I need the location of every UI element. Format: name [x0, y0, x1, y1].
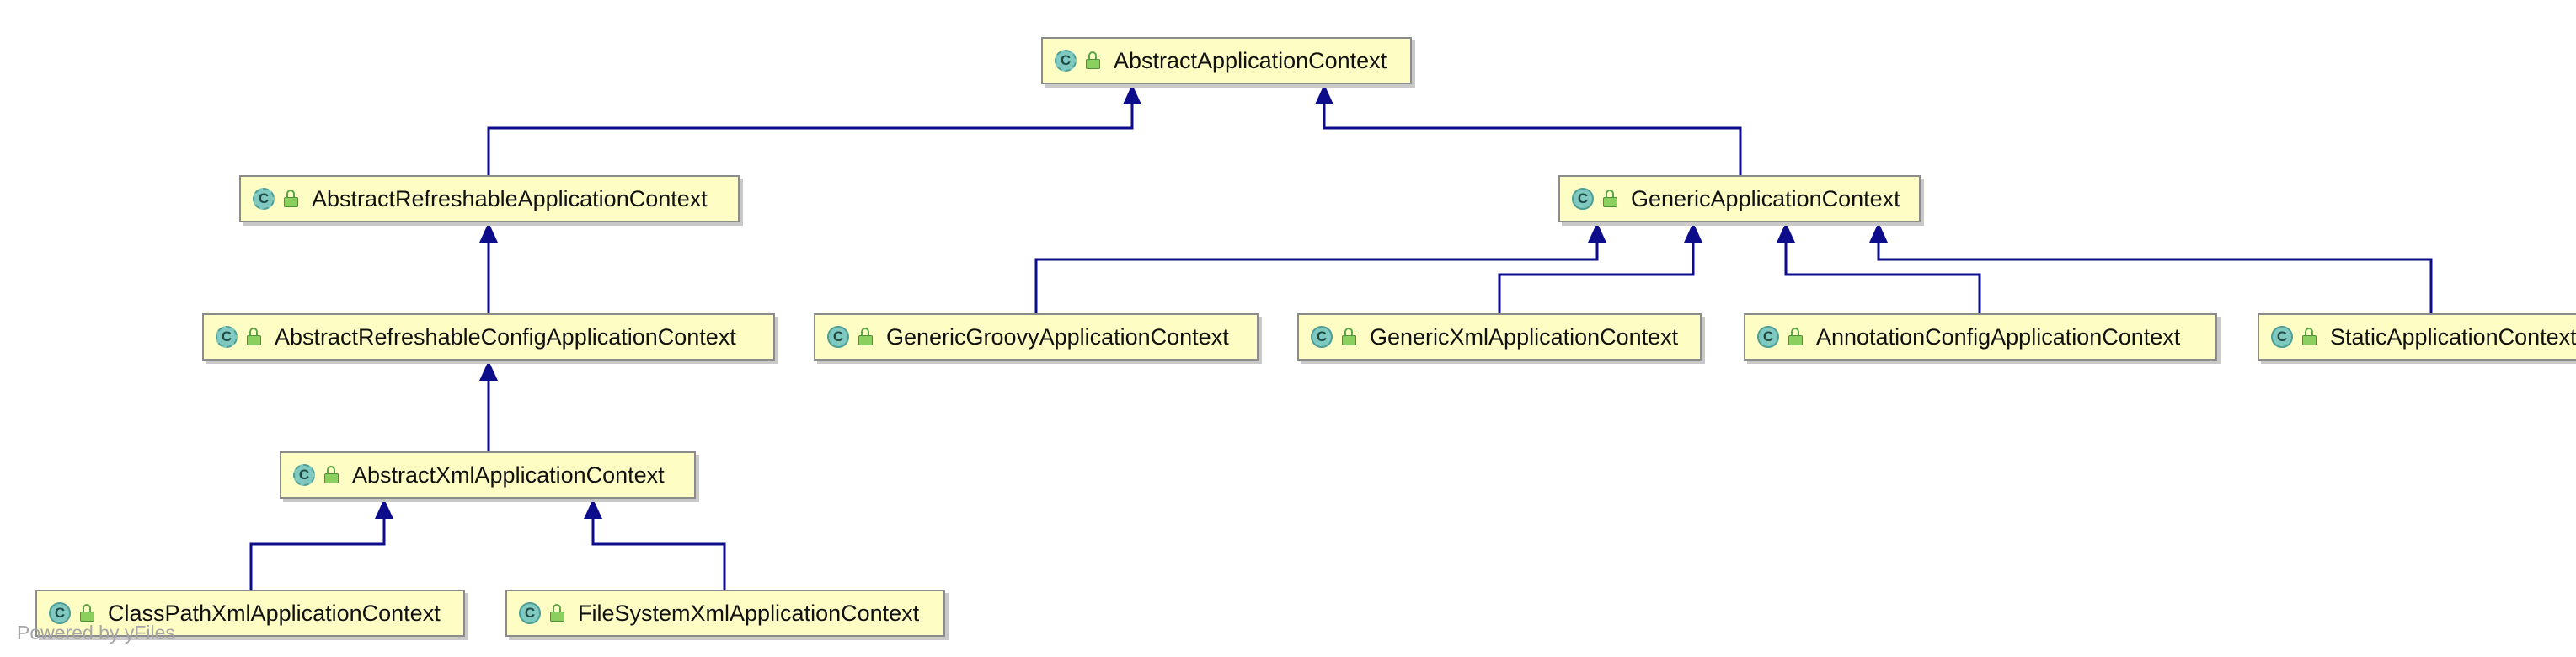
- class-icon: C: [519, 602, 541, 624]
- public-visibility-icon: [323, 466, 340, 484]
- inheritance-edge: [249, 517, 386, 590]
- class-node[interactable]: C AnnotationConfigApplicationContext: [1744, 313, 2217, 361]
- class-icon: C: [293, 464, 315, 486]
- public-visibility-icon: [2301, 328, 2318, 346]
- class-icon: C: [1055, 50, 1077, 72]
- class-name-label: GenericGroovyApplicationContext: [886, 323, 1229, 350]
- class-node[interactable]: C GenericXmlApplicationContext: [1297, 313, 1702, 361]
- inheritance-edge: [487, 103, 1134, 175]
- public-visibility-icon: [549, 604, 566, 622]
- class-node[interactable]: C ClassPathXmlApplicationContext: [35, 590, 465, 637]
- class-name-label: AbstractApplicationContext: [1114, 47, 1387, 73]
- inheritance-arrowhead: [1123, 84, 1141, 104]
- public-visibility-icon: [79, 604, 96, 622]
- class-node[interactable]: C StaticApplicationContext: [2258, 313, 2576, 361]
- public-visibility-icon: [283, 190, 300, 208]
- public-visibility-icon: [1788, 328, 1804, 346]
- class-icon: C: [49, 602, 71, 624]
- class-name-label: StaticApplicationContext: [2330, 323, 2576, 350]
- class-icon: C: [253, 188, 275, 210]
- class-icon: C: [1572, 188, 1594, 210]
- class-icon: C: [827, 326, 849, 348]
- inheritance-edge: [1323, 103, 1742, 175]
- class-name-label: ClassPathXmlApplicationContext: [108, 600, 441, 626]
- inheritance-arrowhead: [375, 499, 393, 519]
- inheritance-arrowhead: [1869, 222, 1888, 243]
- class-name-label: AbstractRefreshableApplicationContext: [312, 185, 708, 211]
- inheritance-arrowhead: [584, 499, 602, 519]
- public-visibility-icon: [1085, 51, 1102, 70]
- class-name-label: FileSystemXmlApplicationContext: [578, 600, 920, 626]
- powered-by-footer: Powered by yFiles: [17, 622, 175, 644]
- class-icon: C: [1757, 326, 1779, 348]
- inheritance-edge: [1877, 241, 2433, 313]
- class-node[interactable]: C FileSystemXmlApplicationContext: [505, 590, 945, 637]
- inheritance-arrowhead: [479, 361, 498, 381]
- class-node[interactable]: C GenericApplicationContext: [1558, 175, 1921, 222]
- class-name-label: GenericApplicationContext: [1631, 185, 1900, 211]
- class-name-label: GenericXmlApplicationContext: [1370, 323, 1679, 350]
- class-node[interactable]: C AbstractApplicationContext: [1041, 37, 1412, 84]
- public-visibility-icon: [1602, 190, 1619, 208]
- public-visibility-icon: [246, 328, 263, 346]
- class-name-label: AbstractXmlApplicationContext: [352, 462, 665, 488]
- inheritance-arrowhead: [1315, 84, 1333, 104]
- class-node[interactable]: C AbstractRefreshableConfigApplicationCon…: [202, 313, 775, 361]
- inheritance-arrowhead: [479, 222, 498, 243]
- public-visibility-icon: [1341, 328, 1358, 346]
- class-node[interactable]: C AbstractRefreshableApplicationContext: [239, 175, 740, 222]
- class-icon: C: [216, 326, 238, 348]
- inheritance-edge: [1034, 241, 1599, 313]
- inheritance-edge: [591, 517, 726, 590]
- inheritance-arrowhead: [1777, 222, 1795, 243]
- inheritance-arrowhead: [1588, 222, 1606, 243]
- public-visibility-icon: [858, 328, 874, 346]
- class-icon: C: [2271, 326, 2293, 348]
- class-name-label: AbstractRefreshableConfigApplicationCont…: [275, 323, 736, 350]
- inheritance-edge: [1498, 241, 1695, 313]
- inheritance-arrowhead: [1684, 222, 1702, 243]
- class-icon: C: [1311, 326, 1333, 348]
- class-node[interactable]: C AbstractXmlApplicationContext: [280, 451, 696, 499]
- class-node[interactable]: C GenericGroovyApplicationContext: [814, 313, 1259, 361]
- class-name-label: AnnotationConfigApplicationContext: [1816, 323, 2181, 350]
- inheritance-edge: [1784, 241, 1981, 313]
